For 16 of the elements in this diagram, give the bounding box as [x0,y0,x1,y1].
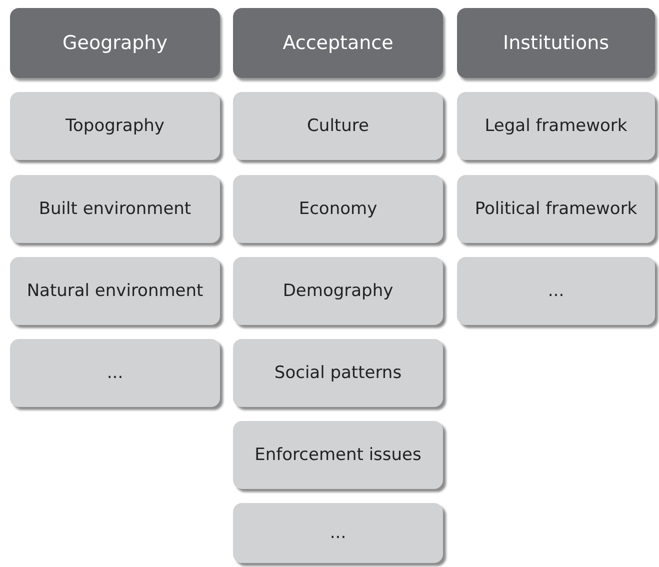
column-header: Acceptance [233,8,443,78]
category-box: Legal framework [457,92,655,160]
category-box: Natural environment [10,257,220,325]
category-box: Culture [233,92,443,160]
category-box: Topography [10,92,220,160]
category-box: Enforcement issues [233,421,443,489]
category-box: Built environment [10,175,220,243]
category-box: Political framework [457,175,655,243]
column-header: Geography [10,8,220,78]
category-box: ... [233,503,443,563]
column-header: Institutions [457,8,655,78]
category-box: ... [457,257,655,325]
category-box: Demography [233,257,443,325]
category-box: Social patterns [233,339,443,407]
category-box: ... [10,339,220,407]
category-box: Economy [233,175,443,243]
